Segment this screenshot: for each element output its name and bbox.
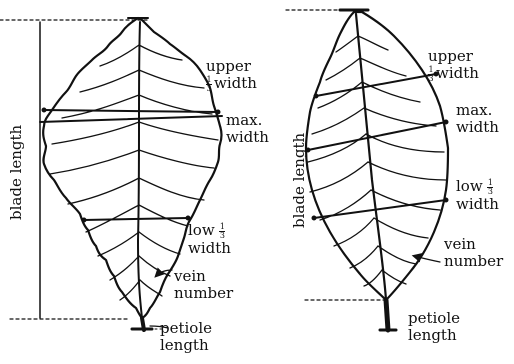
right-max-width-label: max. width xyxy=(456,102,499,136)
left-secondary-veins xyxy=(50,45,218,300)
left-upper-label: upper xyxy=(206,58,257,75)
left-midrib xyxy=(138,22,142,318)
right-blade-length-label: blade length xyxy=(290,133,308,228)
right-low-third-width-label: low 1 3 width xyxy=(456,178,499,213)
right-petiole-length-label: petiole length xyxy=(408,310,460,344)
right-leaf xyxy=(286,10,448,330)
right-vein-number-label: vein number xyxy=(444,236,503,270)
left-upper-fraction: 1 3 xyxy=(206,76,212,93)
left-blade-length-label: blade length xyxy=(7,125,25,220)
right-low-fraction: 1 3 xyxy=(487,179,493,196)
right-upper-third-width-line xyxy=(316,74,436,96)
right-petiole xyxy=(386,300,388,330)
left-vein-number-label: vein number xyxy=(174,268,233,302)
left-upper-width-label: width xyxy=(214,74,257,92)
left-petiole-length-label: petiole length xyxy=(160,320,212,354)
right-upper-third-width-label: upper 1 3 width xyxy=(428,48,479,83)
right-midrib xyxy=(356,14,386,300)
left-upper-third-width-label: upper 1 3 width xyxy=(206,58,257,93)
left-max-width-label: max. width xyxy=(226,112,269,146)
left-upper-third-width-line xyxy=(44,110,218,112)
right-max-width-line xyxy=(308,122,446,150)
right-upper-fraction: 1 3 xyxy=(428,66,434,83)
left-low-fraction: 1 3 xyxy=(219,223,225,240)
left-low-third-width-line xyxy=(84,218,188,220)
left-low-third-width-label: low 1 3 width xyxy=(188,222,231,257)
